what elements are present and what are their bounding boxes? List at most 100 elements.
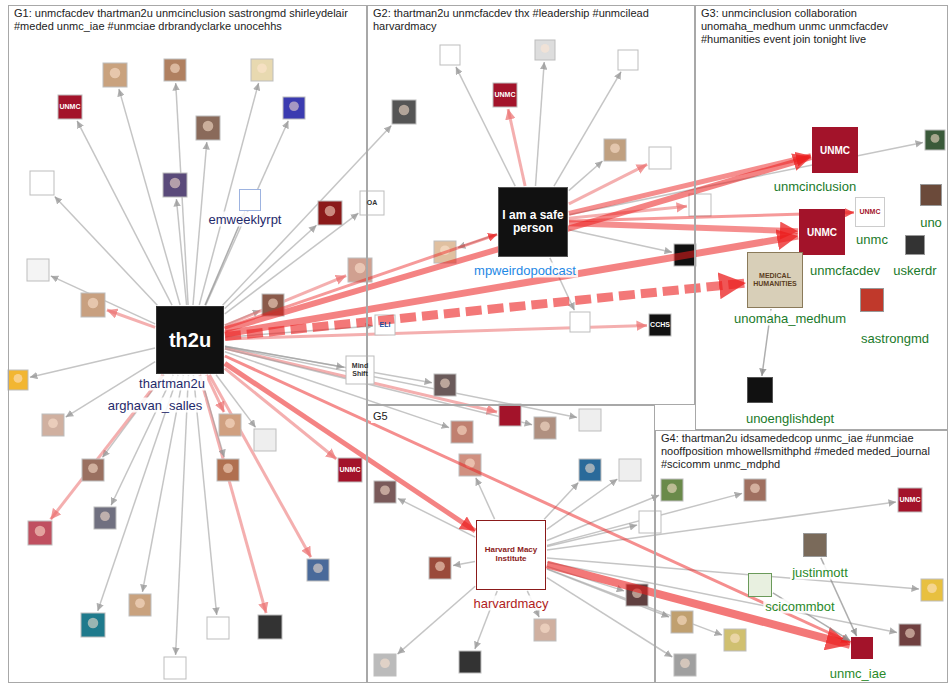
avatar-icon <box>661 479 683 501</box>
avatar-logo-text: UNMC <box>858 208 882 216</box>
tie-line <box>398 586 476 654</box>
avatar-face <box>289 101 299 111</box>
avatar-face <box>380 485 390 495</box>
avatar-icon <box>28 521 52 545</box>
avatar-icon <box>251 59 273 81</box>
edge-connector <box>225 234 497 328</box>
group-heading: G4: thartman2u idsamededcop unmc_iae #un… <box>659 432 942 471</box>
vertex-avatar: uno <box>920 184 942 206</box>
tie-line <box>554 72 621 186</box>
tie-line <box>536 62 545 186</box>
edge-connector <box>547 565 850 645</box>
avatar-icon <box>163 173 187 197</box>
logo-label: UNMC <box>340 466 361 474</box>
avatar-icon <box>217 459 239 481</box>
avatar-face <box>610 143 620 153</box>
vertex-avatar: emweeklyrpt <box>239 189 261 211</box>
avatar-icon <box>534 619 556 641</box>
avatar-icon <box>164 657 186 679</box>
tie-line <box>453 562 475 566</box>
tie-line <box>209 375 311 557</box>
avatar-icon <box>535 40 555 60</box>
group-heading: G3: unmcinclusion collaboration unomaha_… <box>699 7 942 46</box>
avatar-icon <box>440 45 460 65</box>
avatar-icon <box>58 95 82 119</box>
avatar-icon <box>374 481 396 503</box>
avatar-icon <box>724 629 746 651</box>
tie-line <box>225 347 577 417</box>
avatar-face <box>203 121 214 132</box>
edge-connector <box>225 157 811 330</box>
avatar-icon <box>8 370 28 390</box>
avatar-face <box>88 298 99 309</box>
avatar-face <box>435 561 445 571</box>
tie-line <box>569 230 672 252</box>
tie-line <box>51 276 155 324</box>
avatar-icon <box>451 421 473 443</box>
vertex-avatar: unmc_iae <box>851 637 873 659</box>
avatar-face <box>750 483 760 493</box>
avatar-face <box>313 563 323 573</box>
avatar-icon <box>459 651 481 673</box>
avatar-face <box>680 658 690 668</box>
logo-label: OA <box>367 199 378 207</box>
avatar-face <box>541 44 550 53</box>
avatar-icon <box>493 83 517 107</box>
avatar-icon <box>619 459 641 481</box>
avatar-face <box>540 623 550 633</box>
avatar-icon <box>604 139 626 161</box>
avatar-face <box>88 463 98 473</box>
avatar-icon <box>689 194 711 216</box>
vertex-label: thartman2u <box>137 376 207 391</box>
vertex-avatar: UNMCunmcfacdev <box>799 209 845 255</box>
tie-line <box>547 479 618 529</box>
tie-line <box>547 493 742 545</box>
group-box: G5Harvard Macy Instituteharvardmacy <box>367 405 655 683</box>
avatar-icon <box>921 579 943 601</box>
vertex-avatar: uskerdr <box>905 235 925 255</box>
avatar-icon <box>82 459 104 481</box>
vertex-avatar: unoenglishdept <box>747 377 773 403</box>
group-heading: G2: thartman2u unmcfacdev thx #leadershi… <box>371 7 689 33</box>
tie-line <box>176 199 186 305</box>
vertex-label: unmcfacdev <box>808 263 882 278</box>
avatar-logo-text: MEDICAL HUMANITIES <box>750 272 800 287</box>
vertex-label: unmc <box>854 232 890 247</box>
avatar-icon <box>671 611 693 633</box>
tie-line <box>51 375 163 520</box>
tie-line <box>225 349 532 425</box>
vertex-avatar: scicommbot <box>748 573 772 597</box>
logo-label: UNMC <box>900 496 921 504</box>
edge-connector <box>569 223 798 231</box>
avatar-icon <box>618 50 638 70</box>
tie-line <box>55 197 158 306</box>
vertex-label: harvardmacy <box>471 596 550 611</box>
avatar-face <box>170 63 180 73</box>
avatar-icon <box>674 654 696 676</box>
group-box: G4: thartman2u idsamededcop unmc_iae #un… <box>655 430 948 683</box>
avatar-face <box>730 633 740 643</box>
avatar-icon <box>899 624 921 646</box>
vertex-label: unmc_iae <box>828 666 888 681</box>
avatar-icon <box>649 147 671 169</box>
avatar-face <box>48 418 58 428</box>
avatar-face <box>135 598 145 608</box>
avatar-face <box>223 463 233 473</box>
vertex-avatar: I am a safe personmpweirdopodcast <box>498 187 568 257</box>
avatar-face <box>325 206 336 217</box>
avatar-icon <box>307 559 329 581</box>
edge-connector <box>225 363 475 531</box>
avatar-icon <box>42 414 64 436</box>
avatar-icon <box>570 312 590 332</box>
avatar-face <box>268 298 278 308</box>
avatar-icon <box>254 429 276 451</box>
tie-line <box>225 346 432 383</box>
vertex-avatar: justinmott <box>803 533 827 557</box>
avatar-icon <box>744 479 766 501</box>
group-box: G3: unmcinclusion collaboration unomaha_… <box>695 5 948 430</box>
logo-label: UNMC <box>60 103 81 111</box>
avatar-icon <box>207 617 229 639</box>
